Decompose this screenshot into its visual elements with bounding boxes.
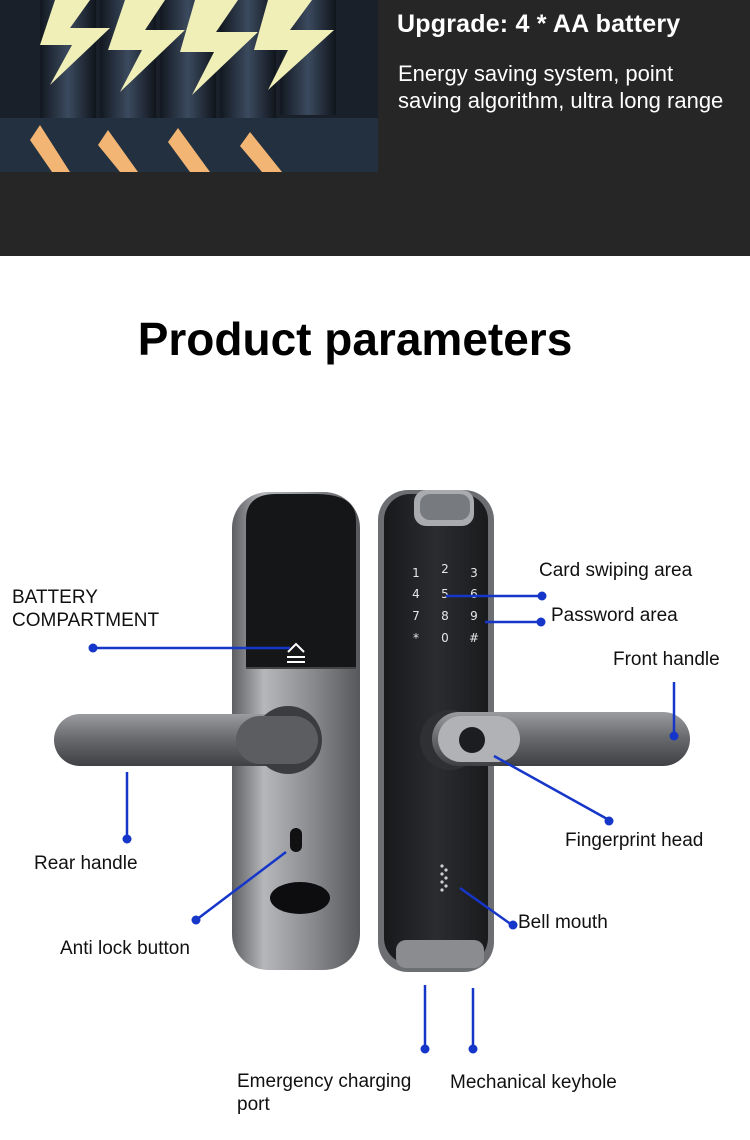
label-emergency-charging-port: Emergency charging port [237,1071,412,1115]
key-3[interactable]: 3 [470,566,478,580]
battery-lightning-illustration [0,0,378,172]
battery-image [0,0,378,172]
key-1[interactable]: 1 [412,566,420,580]
label-password-area: Password area [551,605,678,626]
key-7[interactable]: 7 [412,609,420,623]
callout-lines [88,591,679,1054]
front-handle-shape [420,710,690,770]
key-star[interactable]: * [413,631,419,645]
label-rear-handle: Rear handle [34,853,138,874]
key-0[interactable]: 0 [441,631,449,645]
key-5[interactable]: 5 [441,587,449,601]
fingerprint-sensor[interactable] [459,727,485,753]
label-front-handle: Front handle [613,649,720,670]
label-bell-mouth: Bell mouth [518,912,608,933]
key-4[interactable]: 4 [412,587,420,601]
label-battery-compartment: BATTERY COMPARTMENT [12,587,160,631]
key-8[interactable]: 8 [441,609,449,623]
label-mechanical-keyhole: Mechanical keyhole [450,1072,617,1093]
smart-lock-illustration: 1 2 3 4 5 6 7 8 9 * 0 # [54,490,690,1054]
product-diagram: 1 2 3 4 5 6 7 8 9 * 0 # [0,400,750,1140]
section-title: Product parameters [137,313,573,365]
label-card-swiping-area: Card swiping area [539,560,693,581]
key-2[interactable]: 2 [441,562,449,576]
keypad: 1 2 3 4 5 6 7 8 9 * 0 # [412,562,479,645]
banner-title: Upgrade: 4 * AA battery [397,10,681,38]
banner-description: Energy saving system, point saving algor… [398,61,724,113]
bell-mouth-grille [440,864,448,892]
key-9[interactable]: 9 [470,609,478,623]
label-fingerprint-head: Fingerprint head [565,830,704,851]
rear-panel [232,492,360,970]
label-anti-lock-button: Anti lock button [60,938,190,959]
battery-banner: Upgrade: 4 * AA battery Energy saving sy… [0,0,750,256]
rear-handle-shape [54,706,322,774]
key-6[interactable]: 6 [470,587,478,601]
key-hash[interactable]: # [469,631,479,645]
